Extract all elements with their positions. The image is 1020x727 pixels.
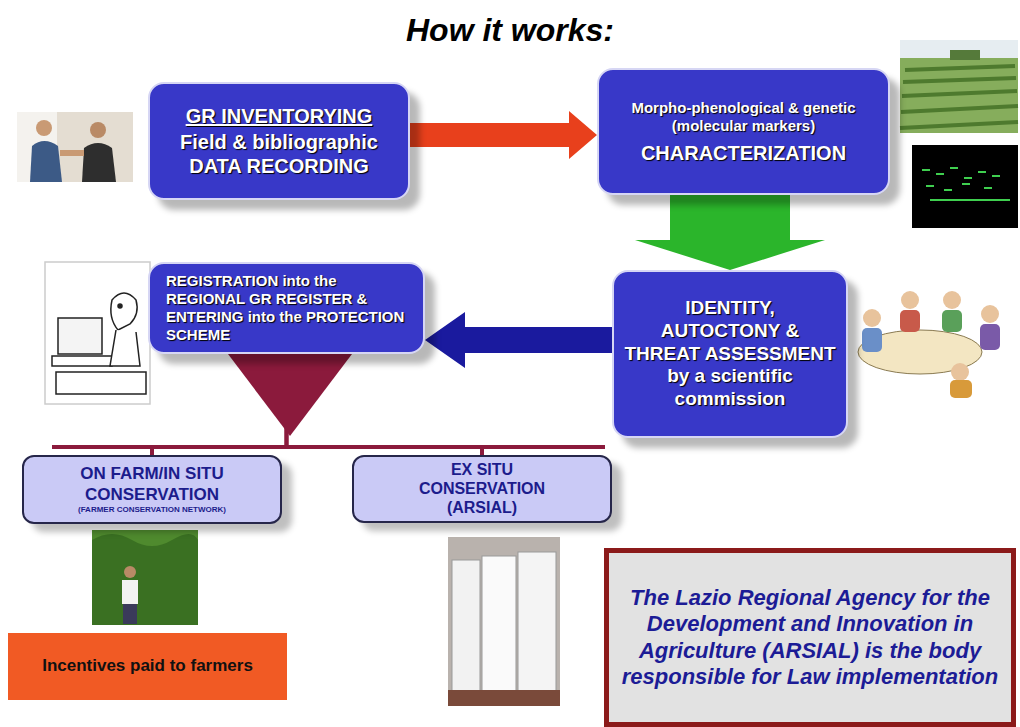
node-text: Morpho-phenological & genetic (molecular… (609, 99, 878, 135)
gel-image (912, 145, 1018, 228)
node-text: GR INVENTORYING (160, 104, 398, 128)
process-box: Morpho-phenological & genetic (molecular… (597, 68, 890, 195)
process-box: GR INVENTORYINGField & bibliographic DAT… (148, 82, 410, 200)
node-text: CHARACTERIZATION (609, 141, 878, 165)
process-box: The Lazio Regional Agency for the Develo… (604, 548, 1016, 727)
flow-arrow (287, 354, 483, 455)
process-box: REGISTRATION into the REGIONAL GR REGIST… (148, 262, 425, 354)
split-triangle (228, 354, 352, 436)
node-text: Field & bibliographic DATA RECORDING (160, 130, 398, 178)
people-photo (17, 112, 133, 182)
field-photo (900, 40, 1018, 133)
node-text: IDENTITY, AUTOCTONY & THREAT ASSESSMENT … (624, 297, 836, 411)
process-box: Incentives paid to farmers (8, 633, 287, 700)
process-box: EX SITU CONSERVATION (ARSIAL) (352, 455, 612, 523)
flow-arrow (410, 111, 597, 159)
node-text: ON FARM/IN SITU CONSERVATION (32, 464, 272, 505)
title: How it works: (0, 12, 1020, 49)
node-text: REGISTRATION into the REGIONAL GR REGIST… (166, 272, 413, 344)
node-text: The Lazio Regional Agency for the Develo… (617, 585, 1003, 691)
node-text: (FARMER CONSERVATION NETWORK) (32, 505, 272, 515)
farmer-photo (92, 530, 198, 625)
node-text: EX SITU CONSERVATION (ARSIAL) (394, 460, 570, 518)
process-box: ON FARM/IN SITU CONSERVATION(FARMER CONS… (22, 455, 282, 524)
node-text: Incentives paid to farmers (16, 656, 279, 676)
meeting-clipart (858, 291, 1000, 398)
computer-cartoon (45, 262, 150, 404)
flow-arrow (635, 195, 825, 270)
process-box: IDENTITY, AUTOCTONY & THREAT ASSESSMENT … (612, 270, 848, 438)
freezer-photo (448, 537, 560, 706)
flow-arrow (425, 312, 612, 368)
flow-arrow (152, 354, 287, 455)
